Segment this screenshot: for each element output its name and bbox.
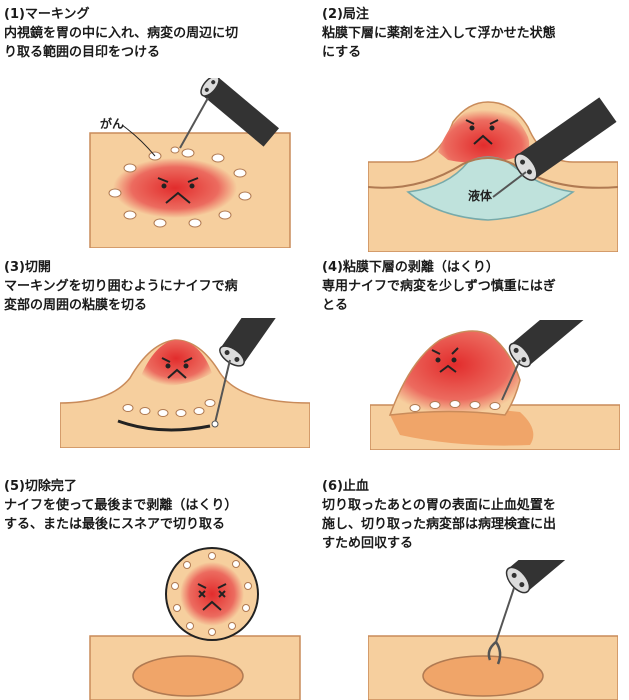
cancer-label: がん <box>100 116 124 131</box>
step-6-desc-line-3: すため回収する <box>322 534 622 553</box>
step-5-panel: (5)切除完了 ナイフを使って最後まで剥離（はくり） する、または最後にスネアで… <box>4 478 304 534</box>
step-2-desc-line-1: 粘膜下層に薬剤を注入して浮かせた状態 <box>322 24 622 43</box>
step-5-title: (5)切除完了 <box>4 478 304 496</box>
step-2-title: (2)局注 <box>322 6 622 24</box>
step-1-panel: (1)マーキング 内視鏡を胃の中に入れ、病変の周辺に切 り取る範囲の目印をつける <box>4 6 304 62</box>
step-3-desc-line-2: 変部の周囲の粘膜を切る <box>4 296 304 315</box>
step-3-desc-line-1: マーキングを切り囲むようにナイフで病 <box>4 277 304 296</box>
step-2-desc-line-2: にする <box>322 43 622 62</box>
fluid-label: 液体 <box>468 188 493 203</box>
step-4-dissection-illustration <box>370 320 620 450</box>
resection-bed <box>133 656 243 696</box>
endoscope <box>217 318 296 370</box>
step-2-injection-illustration: 液体 <box>368 82 618 252</box>
resection-bed <box>423 656 543 696</box>
endoscope <box>502 560 604 597</box>
step-1-marking-illustration: がん <box>60 78 310 248</box>
step-6-title: (6)止血 <box>322 478 622 496</box>
lesion <box>180 562 244 626</box>
step-4-desc-line-1: 専用ナイフで病変を少しずつ慎重にはぎ <box>322 277 622 296</box>
step-3-panel: (3)切開 マーキングを切り囲むようにナイフで病 変部の周囲の粘膜を切る <box>4 259 304 315</box>
step-5-desc-line-1: ナイフを使って最後まで剥離（はくり） <box>4 496 304 515</box>
step-1-desc-line-2: り取る範囲の目印をつける <box>4 43 304 62</box>
step-5-desc-line-2: する、または最後にスネアで切り取る <box>4 515 304 534</box>
step-5-resection-complete-illustration <box>60 546 310 700</box>
step-6-hemostasis-illustration <box>368 560 618 700</box>
step-1-title: (1)マーキング <box>4 6 304 24</box>
step-1-desc-line-1: 内視鏡を胃の中に入れ、病変の周辺に切 <box>4 24 304 43</box>
step-6-desc-line-2: 施し、切り取った病変部は病理検査に出 <box>322 515 622 534</box>
hemostatic-forceps-shaft <box>496 588 514 642</box>
step-4-title: (4)粘膜下層の剥離（はくり） <box>322 259 622 277</box>
step-2-panel: (2)局注 粘膜下層に薬剤を注入して浮かせた状態 にする <box>322 6 622 62</box>
knife-tip <box>212 421 218 427</box>
step-6-panel: (6)止血 切り取ったあとの胃の表面に止血処置を 施し、切り取った病変部は病理検… <box>322 478 622 553</box>
step-4-desc-line-2: とる <box>322 296 622 315</box>
step-3-title: (3)切開 <box>4 259 304 277</box>
step-4-panel: (4)粘膜下層の剥離（はくり） 専用ナイフで病変を少しずつ慎重にはぎ とる <box>322 259 622 315</box>
step-6-desc-line-1: 切り取ったあとの胃の表面に止血処置を <box>322 496 622 515</box>
step-3-incision-illustration <box>60 318 310 448</box>
